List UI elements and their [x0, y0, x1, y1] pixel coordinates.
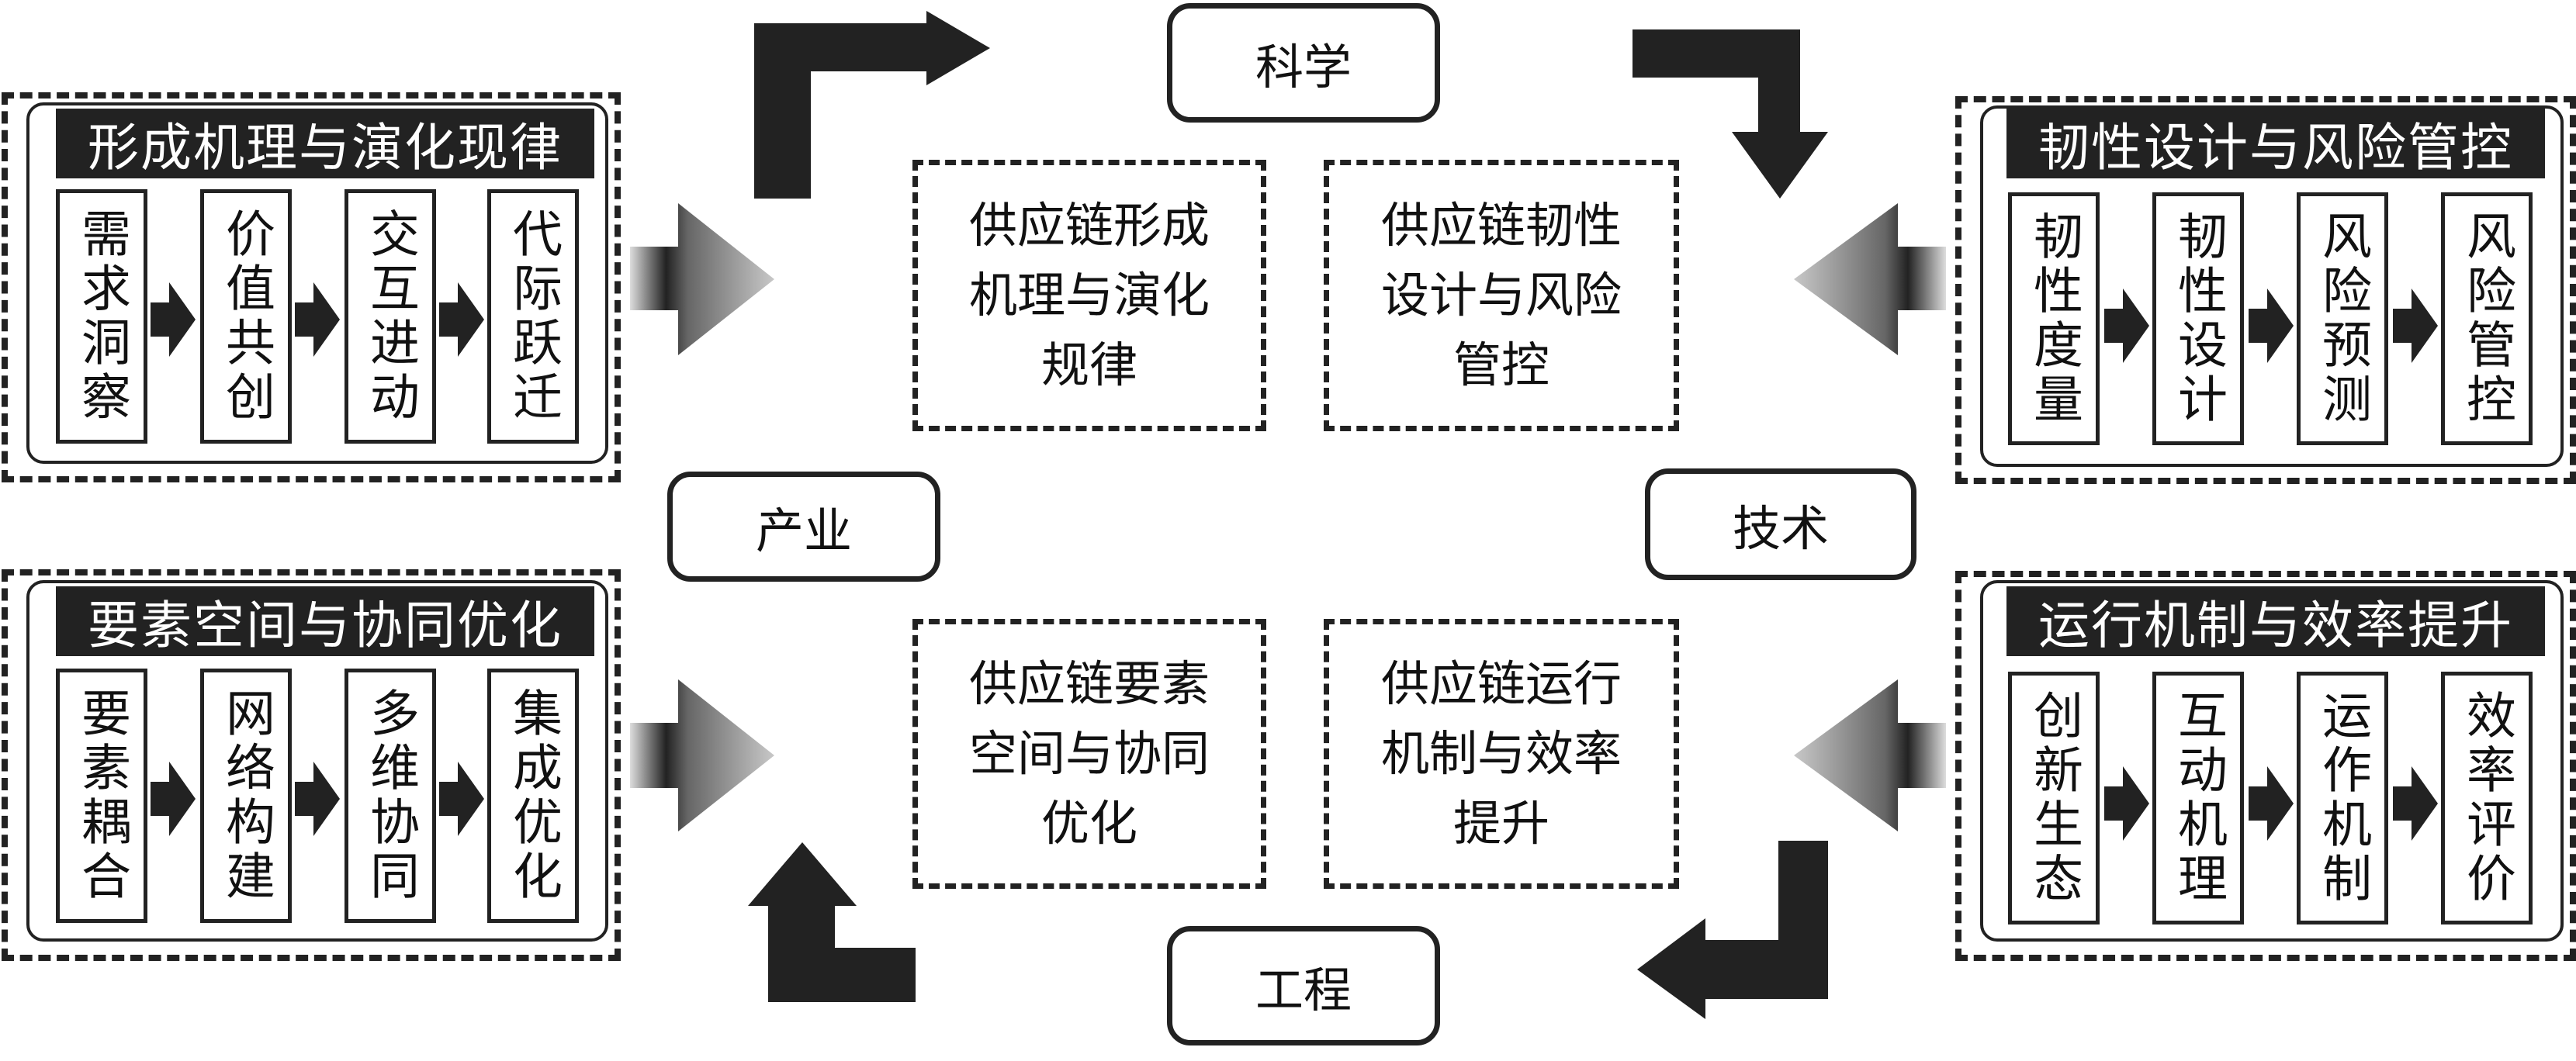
module-resilience	[1955, 96, 2576, 484]
step-box: 要素耦合	[56, 669, 147, 923]
module-elements	[2, 569, 621, 961]
pole-science: 科学	[1167, 3, 1440, 123]
center-box-resilience: 供应链韧性设计与风险管控	[1324, 160, 1679, 431]
arrow-right-icon	[630, 679, 774, 831]
step-box: 交互进动	[345, 189, 436, 444]
arrow-right-icon	[630, 203, 774, 355]
step-box: 多维协同	[345, 669, 436, 923]
step-box: 价值共创	[200, 189, 292, 444]
step-box: 代际跃迁	[487, 189, 579, 444]
step-box: 风险预测	[2297, 192, 2388, 445]
cycle-arrow-icon	[754, 11, 990, 199]
step-box: 创新生态	[2008, 672, 2100, 924]
center-box-operation: 供应链运行机制与效率提升	[1324, 619, 1679, 889]
module-operation	[1955, 571, 2576, 961]
step-box: 风险管控	[2441, 192, 2533, 445]
pole-technology: 技术	[1645, 468, 1916, 580]
center-box-elements: 供应链要素空间与协同优化	[912, 619, 1266, 889]
arrow-left-icon	[1794, 203, 1946, 355]
center-box-formation: 供应链形成机理与演化规律	[912, 160, 1266, 431]
module-formation-title: 形成机理与演化现律	[56, 109, 594, 178]
cycle-arrow-icon	[1633, 29, 1828, 199]
step-box: 效率评价	[2441, 672, 2533, 924]
step-box: 需求洞察	[56, 189, 147, 444]
step-box: 网络构建	[200, 669, 292, 923]
pole-engineering: 工程	[1167, 926, 1440, 1045]
cycle-arrow-icon	[748, 842, 916, 1002]
module-elements-title: 要素空间与协同优化	[56, 586, 594, 656]
module-formation	[2, 92, 621, 482]
step-box: 韧性设计	[2152, 192, 2244, 445]
step-box: 集成优化	[487, 669, 579, 923]
step-box: 韧性度量	[2008, 192, 2100, 445]
cycle-arrow-icon	[1637, 841, 1828, 1019]
module-operation-title: 运行机制与效率提升	[2006, 586, 2545, 656]
arrow-left-icon	[1794, 679, 1946, 831]
module-resilience-title: 韧性设计与风险管控	[2006, 109, 2545, 178]
pole-industry: 产业	[667, 472, 940, 582]
step-box: 互动机理	[2152, 672, 2244, 924]
step-box: 运作机制	[2297, 672, 2388, 924]
